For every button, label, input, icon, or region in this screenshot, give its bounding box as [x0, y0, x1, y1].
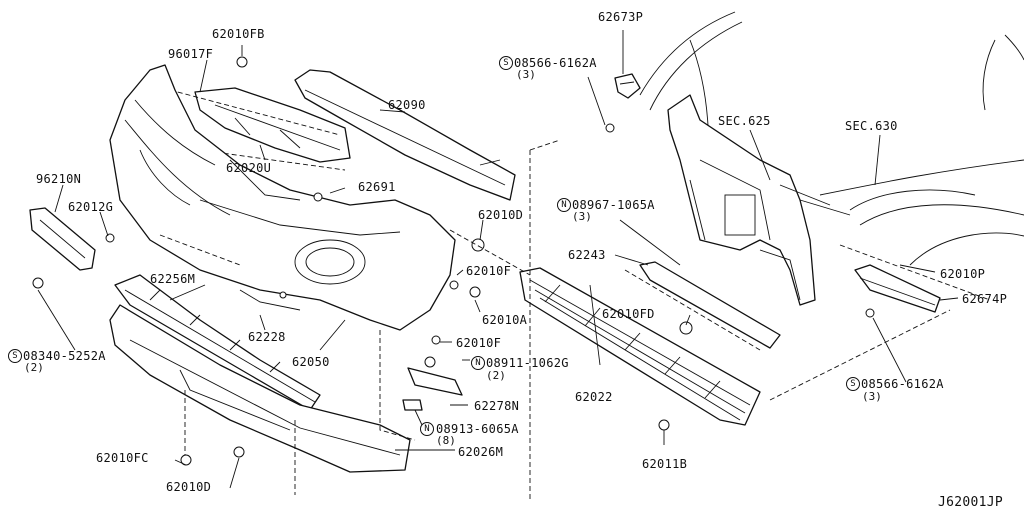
- label-08340-5252a: 08340-5252A: [23, 349, 106, 363]
- label-62010f-bottom: 62010F: [456, 336, 502, 350]
- label-62010fc: 62010FC: [96, 451, 149, 465]
- qty-08913-6065a: (8): [436, 434, 456, 447]
- bracket-62674p: [854, 264, 941, 318]
- label-62256m: 62256M: [150, 272, 196, 286]
- label-62022: 62022: [575, 390, 613, 404]
- label-08911-1062g: 08911-1062G: [486, 356, 569, 370]
- lower-grille-62256m: [114, 274, 321, 411]
- label-96210n: 96210N: [36, 172, 82, 186]
- label-62010a: 62010A: [482, 313, 528, 327]
- label-62010fd: 62010FD: [602, 307, 655, 321]
- nut-symbol: N: [557, 198, 571, 212]
- label-08913-6065a: 08913-6065A: [436, 422, 519, 436]
- label-62674p: 62674P: [962, 292, 1008, 306]
- label-62010f-top: 62010F: [466, 264, 512, 278]
- bumper-cover-62050: [109, 64, 456, 331]
- label-62010fb: 62010FB: [212, 27, 265, 41]
- fascia-62022: [519, 267, 761, 426]
- bracket-62673p: [605, 30, 641, 133]
- lower-fascia-62026m: [109, 304, 411, 495]
- screw-symbol: S: [8, 349, 22, 363]
- qty-08967-1065a: (3): [572, 210, 592, 223]
- label-62090: 62090: [388, 98, 426, 112]
- radiator-core-support: [667, 94, 851, 306]
- label-96017f: 96017F: [168, 47, 214, 61]
- label-08566-6162a-top: 08566-6162A: [514, 56, 597, 70]
- label-62010d-top: 62010D: [478, 208, 524, 222]
- label-62673p: 62673P: [598, 10, 644, 24]
- reinforcement-62090: [294, 69, 516, 201]
- label-08566-6162a-bottom: 08566-6162A: [861, 377, 944, 391]
- qty-08911-1062g: (2): [486, 369, 506, 382]
- assembly-outlines: [159, 139, 991, 500]
- screw-symbol: S: [846, 377, 860, 391]
- bracket-96210n: [29, 207, 96, 271]
- label-62278n: 62278N: [474, 399, 520, 413]
- label-62050: 62050: [292, 355, 330, 369]
- fender-panel-right: [819, 34, 1024, 266]
- bracket-62243: [624, 261, 781, 351]
- label-62010p: 62010P: [940, 267, 986, 281]
- label-62020u: 62020U: [226, 161, 272, 175]
- qty-08340-5252a: (2): [24, 361, 44, 374]
- screw-symbol: S: [499, 56, 513, 70]
- qty-08566-6162a-top: (3): [516, 68, 536, 81]
- label-sec-625: SEC.625: [718, 114, 771, 128]
- label-62243: 62243: [568, 248, 606, 262]
- label-62010d-bottom: 62010D: [166, 480, 212, 494]
- label-62026m: 62026M: [458, 445, 504, 459]
- label-62012g: 62012G: [68, 200, 114, 214]
- label-62011b: 62011B: [642, 457, 688, 471]
- label-08967-1065a: 08967-1065A: [572, 198, 655, 212]
- fasteners: [32, 45, 670, 466]
- label-62228: 62228: [248, 330, 286, 344]
- drawing-id: J62001JP: [938, 495, 1004, 510]
- leader-lines: [37, 59, 959, 489]
- qty-08566-6162a-bottom: (3): [862, 390, 882, 403]
- nut-symbol: N: [420, 422, 434, 436]
- label-sec-630: SEC.630: [845, 119, 898, 133]
- label-62691: 62691: [358, 180, 396, 194]
- nut-symbol: N: [471, 356, 485, 370]
